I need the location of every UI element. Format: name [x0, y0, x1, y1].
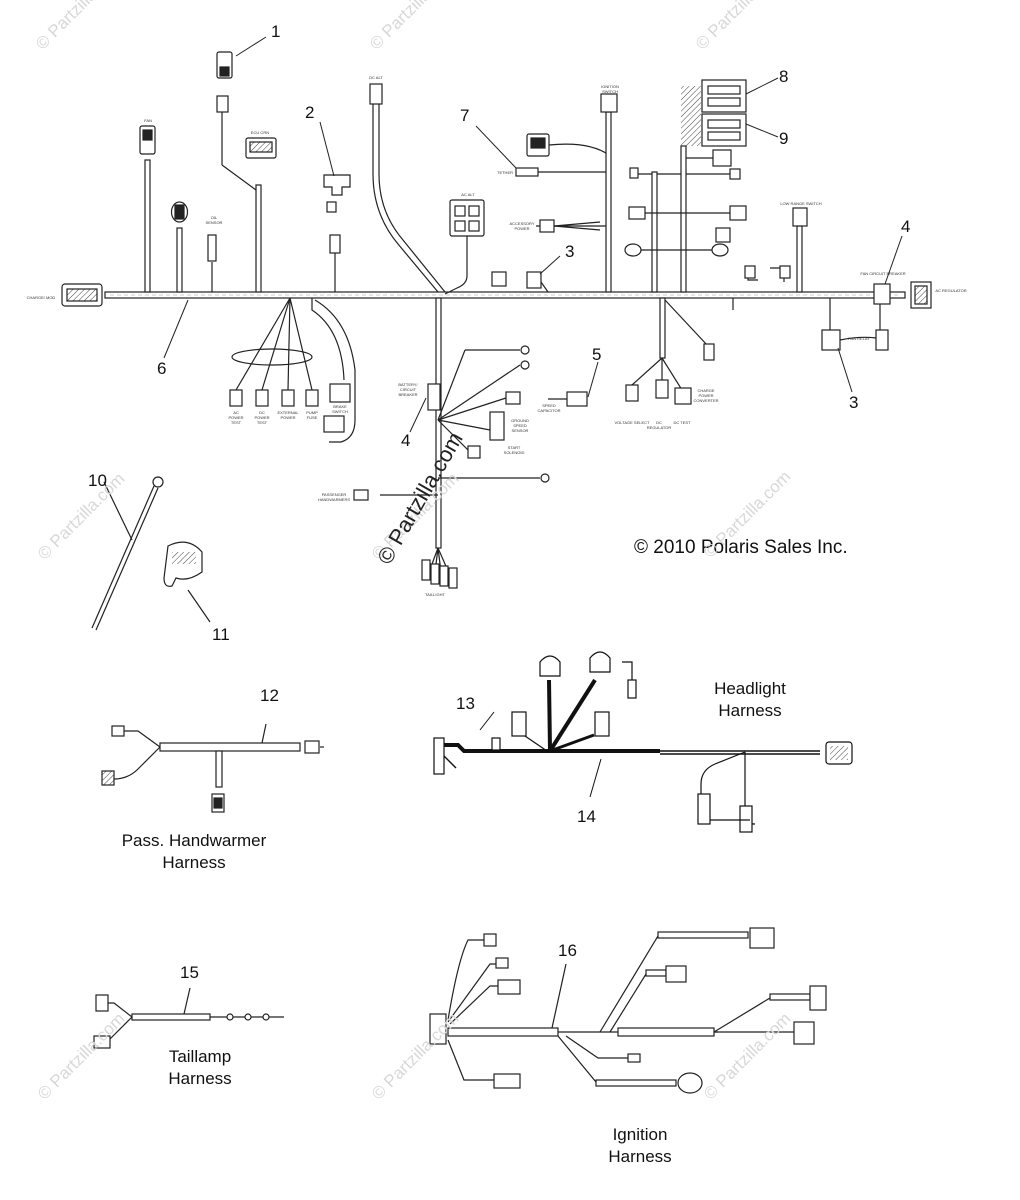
callout-8: 8: [779, 67, 789, 86]
battery-circuit-breaker: [427, 383, 441, 411]
label-ground-speed-sensor: GROUND SPEED SENSOR: [511, 418, 529, 433]
callout-10: 10: [88, 471, 107, 490]
label-accessory-power: ACCESSORY POWER: [509, 221, 535, 231]
ignition-harness: [429, 927, 827, 1094]
callout-4-right: 4: [901, 217, 911, 236]
callout-14: 14: [577, 807, 596, 826]
taillamp-connector-top: [95, 994, 109, 1012]
harness-clip: [163, 541, 203, 587]
label-tether: TETHER: [497, 170, 513, 175]
callout-1: 1: [271, 22, 281, 41]
taillamp-harness: [93, 987, 284, 1049]
label-speed-capacitor: SPEED CAPACITOR: [537, 403, 561, 413]
fan-circuit-breaker: [873, 283, 891, 305]
label-brake-switch: BRAKE SWITCH: [332, 404, 348, 414]
label-charge-mod: CHARGE/ MOD: [26, 295, 56, 300]
item-9-connector: [701, 113, 747, 147]
label-dc-test: DC TEST: [673, 420, 691, 425]
label-dc-alt: DC ALT: [369, 75, 383, 80]
item-8-connector: [701, 79, 747, 113]
callout-11: 11: [212, 625, 230, 644]
label-charge-power-converter: CHARGE POWER CONVERTER: [693, 388, 719, 403]
taillamp-label-line-2: Harness: [168, 1069, 232, 1088]
taillight-connector: [421, 559, 431, 581]
dc-power-test: [255, 389, 269, 407]
pump-fuse: [305, 389, 319, 407]
ignition-label-line-1: Ignition: [612, 1125, 668, 1144]
ignition-switch-connector: [600, 93, 618, 113]
label-ignition-switch: IGNITION SWITCH: [601, 84, 619, 94]
headlight-label-line-2: Harness: [718, 701, 782, 720]
headlight-harness: [433, 651, 853, 833]
label-pump-fuse: PUMP FUSE: [306, 410, 318, 420]
headlight-bulb-connector-right: [589, 651, 611, 673]
ignition-label-line-2: Harness: [608, 1147, 672, 1166]
callout-12: 12: [260, 686, 279, 705]
label-low-range-switch: LOW RANGE SWITCH: [780, 201, 822, 206]
callout-16: 16: [558, 941, 577, 960]
low-range-switch-connector: [792, 207, 808, 227]
callout-7: 7: [460, 106, 470, 125]
label-fan: FAN: [144, 118, 152, 123]
pass-handwarmer-harness: [101, 723, 324, 813]
headlight-bulb-connector-left: [539, 655, 561, 677]
label-external-power: EXTERNAL POWER: [277, 410, 299, 420]
speed-capacitor: [566, 391, 588, 407]
fuse-holder: [323, 174, 351, 196]
taillamp-label-line-1: Taillamp: [168, 1047, 232, 1066]
label-passenger-handwarmers: PASSENGER HANDWARMERS: [317, 492, 351, 502]
callout-5: 5: [592, 345, 602, 364]
label-ac-alt: AC ALT: [461, 192, 475, 197]
brake-switch: [329, 383, 351, 403]
label-fan-circuit-breaker: FAN CIRCUIT BREAKER: [860, 271, 906, 276]
cable-tie-group: [91, 476, 211, 631]
callout-2: 2: [305, 103, 315, 122]
item-3-lower-relay: [821, 329, 841, 351]
callout-9: 9: [779, 129, 789, 148]
main-harness: [61, 36, 932, 589]
pass-handwarmer-label-line-2: Harness: [162, 853, 226, 872]
voltage-select-connector: [625, 384, 639, 402]
headlight-harness-label: Headlight Harness: [690, 678, 810, 722]
label-fan-relay: FAN RELAY: [848, 336, 870, 341]
taillamp-harness-label: Taillamp Harness: [140, 1046, 260, 1090]
passenger-handwarmer-connector: [353, 489, 369, 501]
label-dc-regulator: DC REGULATOR: [646, 420, 672, 430]
ignition-harness-label: Ignition Harness: [580, 1124, 700, 1168]
callout-3-upper: 3: [565, 242, 575, 261]
callout-6: 6: [157, 359, 167, 378]
cable-tie: [91, 485, 155, 629]
label-ecu-crn: ECU CRN: [250, 130, 270, 135]
dc-alt-connector: [369, 83, 383, 105]
label-ac-power-test: AC POWER TEST: [228, 410, 244, 425]
headlight-label-line-1: Headlight: [714, 679, 786, 698]
callout-3-lower: 3: [849, 393, 859, 412]
label-taillight: TAILLIGHT: [425, 592, 445, 597]
ac-power-test: [229, 389, 243, 407]
label-start-solenoid: START SOLENOID: [503, 445, 525, 455]
callout-4-left: 4: [401, 431, 411, 450]
item-13-connector: [491, 737, 501, 751]
label-ac-regulator: AC REGULATOR: [935, 288, 967, 293]
label-oil-sensor: OIL SENSOR: [205, 215, 223, 225]
ignition-main-connector: [429, 1013, 447, 1045]
pass-handwarmer-harness-label: Pass. Handwarmer Harness: [100, 830, 288, 874]
item-3-relay: [526, 271, 542, 289]
label-battery-circuit-breaker: BATTERY/ CIRCUIT BREAKER: [398, 382, 418, 397]
label-dc-power-test: DC POWER TEST: [254, 410, 270, 425]
external-power: [281, 389, 295, 407]
copyright-notice: © 2010 Polaris Sales Inc.: [634, 537, 848, 558]
pass-handwarmer-label-line-1: Pass. Handwarmer: [121, 831, 267, 850]
label-voltage-select: VOLTAGE SELECT: [614, 420, 650, 425]
callout-13: 13: [456, 694, 475, 713]
ground-speed-sensor: [489, 411, 505, 441]
callout-15: 15: [180, 963, 199, 982]
oil-sensor: [207, 234, 217, 262]
